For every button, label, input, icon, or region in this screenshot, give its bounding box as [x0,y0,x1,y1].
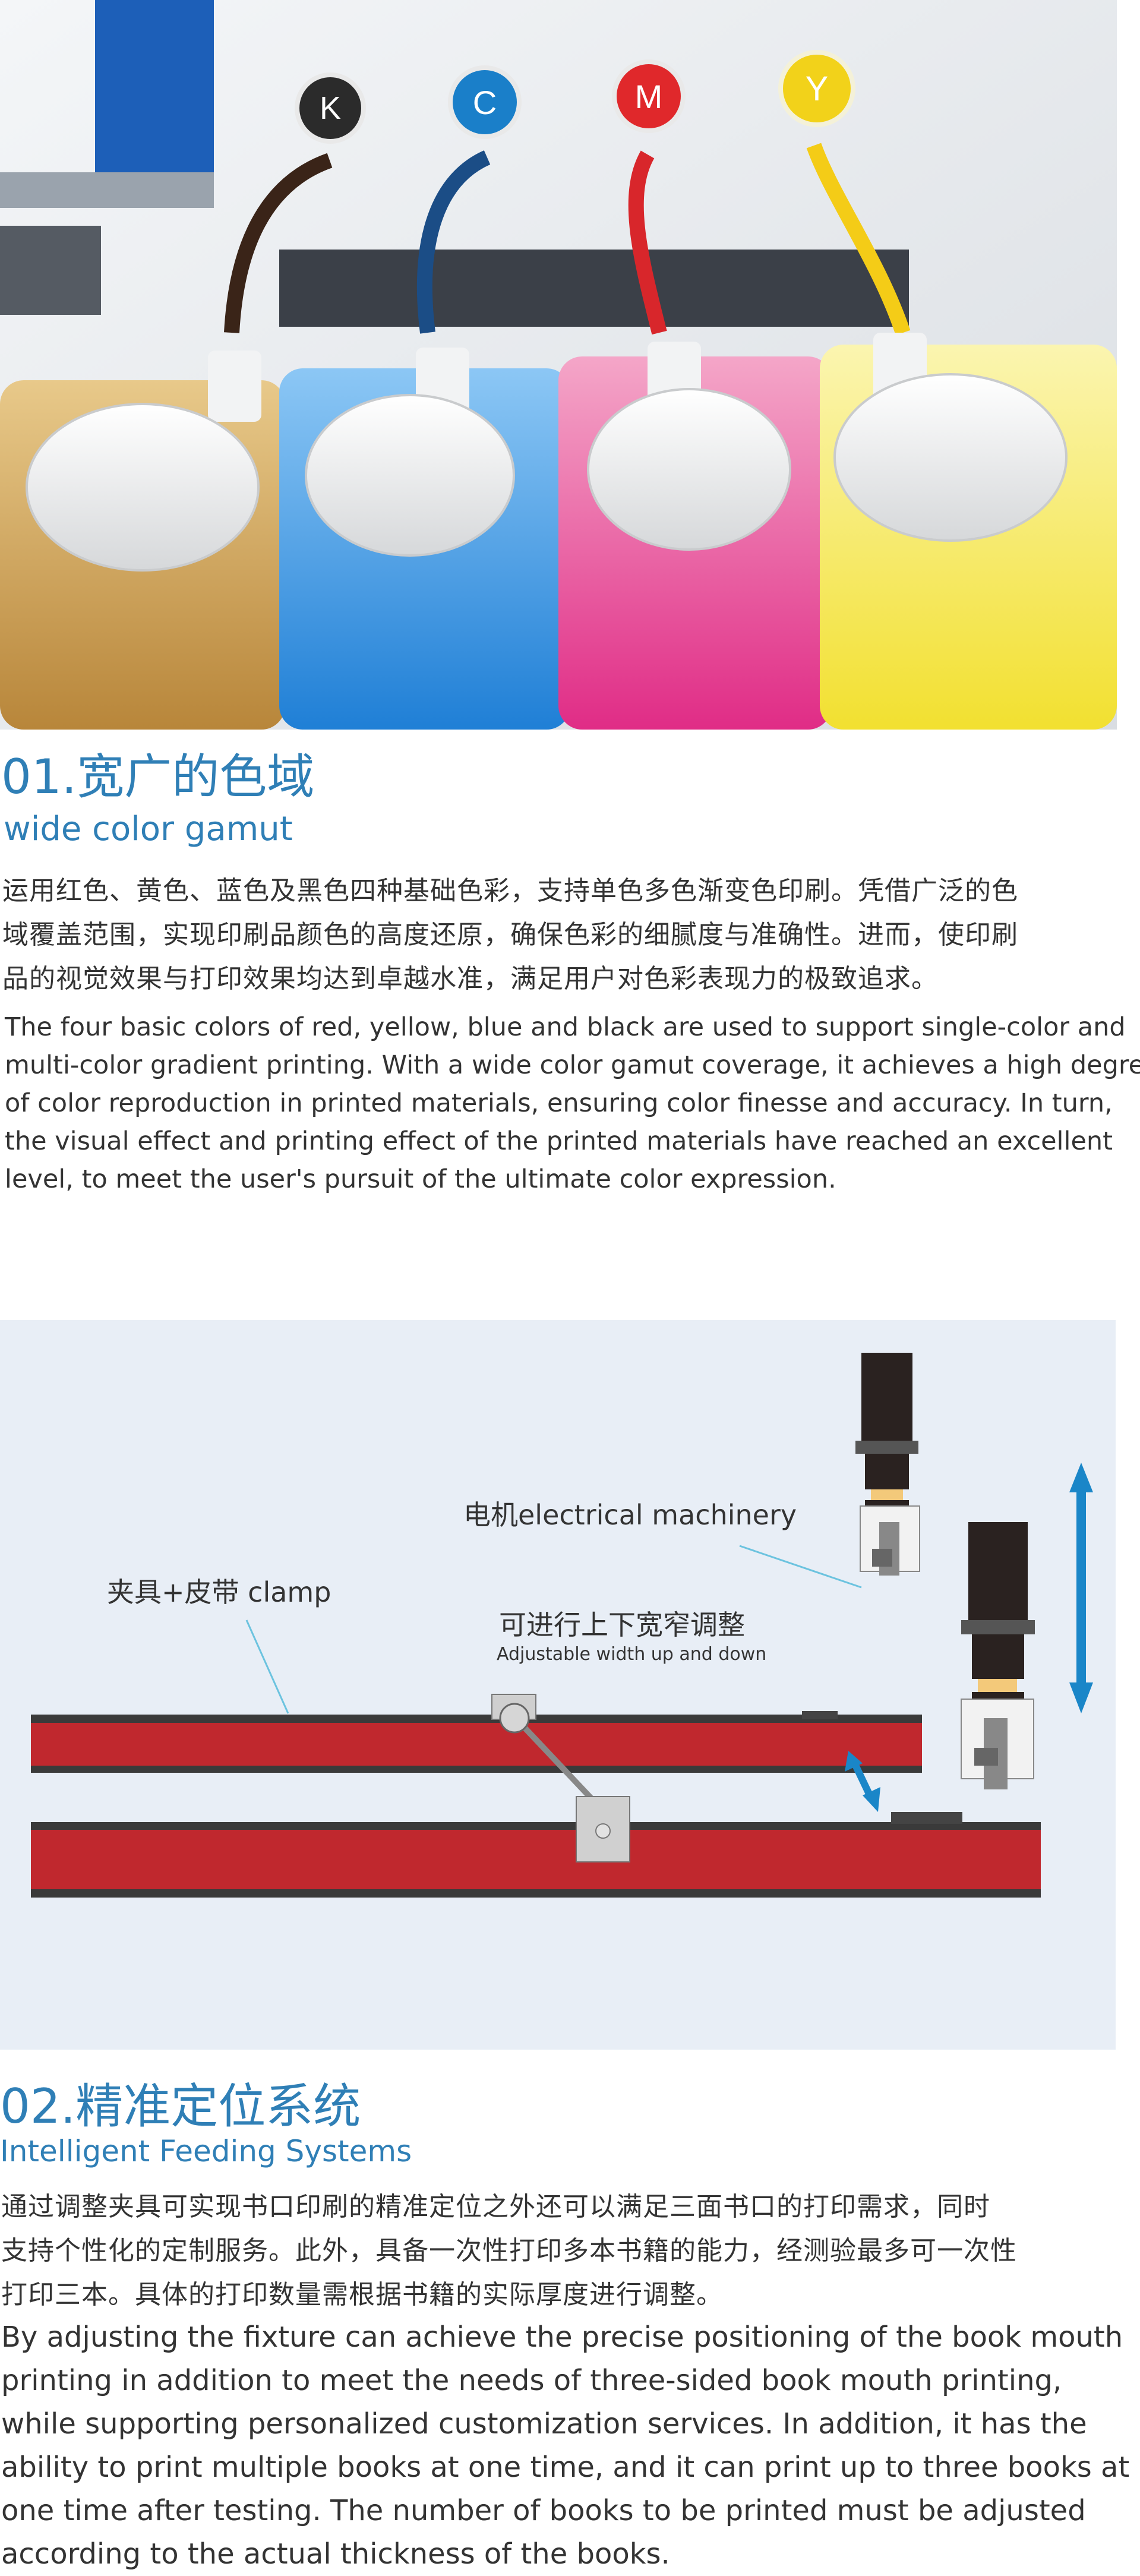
section2-title: 02.精准定位系统 [0,2079,361,2134]
motor-label: 电机electrical machinery [463,1499,797,1531]
section2-en-line: while supporting personalized customizat… [1,2407,1087,2441]
print-head-lower [891,1522,1035,1824]
ink-bottles-photo: K C M Y [0,0,1117,730]
section2-subtitle: Intelligent Feeding Systems [0,2134,412,2168]
section2-zh-line: 支持个性化的定制服务。此外，具备一次性打印多本书籍的能力，经测验最多可一次性 [1,2236,1017,2266]
ink-label-c-text: C [472,83,497,121]
section1-title: 01.宽广的色域 [1,749,315,804]
print-head-upper [802,1353,920,1719]
ink-label-m: M [612,59,686,133]
linkage-clamp [491,1694,630,1862]
clamp-leader-line [245,1620,289,1714]
section2-en-line: one time after testing. The number of bo… [1,2494,1086,2527]
motor-leader-line [739,1545,862,1589]
section2-zh-line: 通过调整夹具可实现书口印刷的精准定位之外还可以满足三面书口的打印需求，同时 [1,2192,990,2222]
lower-rail [31,1822,1041,1898]
diagonal-double-arrow [845,1751,880,1812]
section1-en-line: The four basic colors of red, yellow, bl… [5,1012,1126,1042]
section1-zh-line: 品的视觉效果与打印效果均达到卓越水准，满足用户对色彩表现力的极致追求。 [2,964,938,994]
section1-en-paragraph: The four basic colors of red, yellow, bl… [5,1008,1140,1198]
section1-en-line: level, to meet the user's pursuit of the… [5,1164,836,1194]
ink-label-y-text: Y [805,69,829,108]
adjust-label-zh: 可进行上下宽窄调整 [499,1609,745,1641]
section1-en-line: multi-color gradient printing. With a wi… [5,1050,1140,1080]
clamp-label: 夹具+皮带 clamp [107,1576,331,1608]
section2-zh-line: 打印三本。具体的打印数量需根据书籍的实际厚度进行调整。 [1,2280,723,2310]
ink-label-y: Y [778,50,855,127]
ink-label-c: C [448,65,522,139]
section1-subtitle: wide color gamut [4,810,293,848]
section1-zh-line: 域覆盖范围，实现印刷品颜色的高度还原，确保色彩的细腻度与准确性。进而，使印刷 [2,920,1018,950]
section2-en-line: ability to print multiple books at one t… [1,2451,1130,2484]
section1-en-line: the visual effect and printing effect of… [5,1126,1113,1156]
vertical-double-arrow [1069,1463,1093,1713]
ink-label-k-text: K [319,90,342,126]
upper-rail [31,1715,922,1773]
section2-en-line: printing in addition to meet the needs o… [1,2364,1062,2397]
section2-en-line: according to the actual thickness of the… [1,2537,670,2571]
ink-label-m-text: M [634,77,663,115]
section2-zh-paragraph: 通过调整夹具可实现书口印刷的精准定位之外还可以满足三面书口的打印需求，同时 支持… [1,2185,1136,2317]
section2-en-line: By adjusting the fixture can achieve the… [1,2321,1123,2354]
section1-zh-line: 运用红色、黄色、蓝色及黑色四种基础色彩，支持单色多色渐变色印刷。凭借广泛的色 [2,876,1018,906]
adjust-label-en: Adjustable width up and down [497,1644,767,1665]
ink-label-k: K [295,72,366,144]
section1-zh-paragraph: 运用红色、黄色、蓝色及黑色四种基础色彩，支持单色多色渐变色印刷。凭借广泛的色 域… [2,869,1131,1001]
section1-en-line: of color reproduction in printed materia… [5,1088,1113,1118]
positioning-diagram: 电机electrical machinery 夹具+皮带 clamp 可进行上下… [0,1320,1116,2050]
section2-en-paragraph: By adjusting the fixture can achieve the… [1,2316,1136,2576]
